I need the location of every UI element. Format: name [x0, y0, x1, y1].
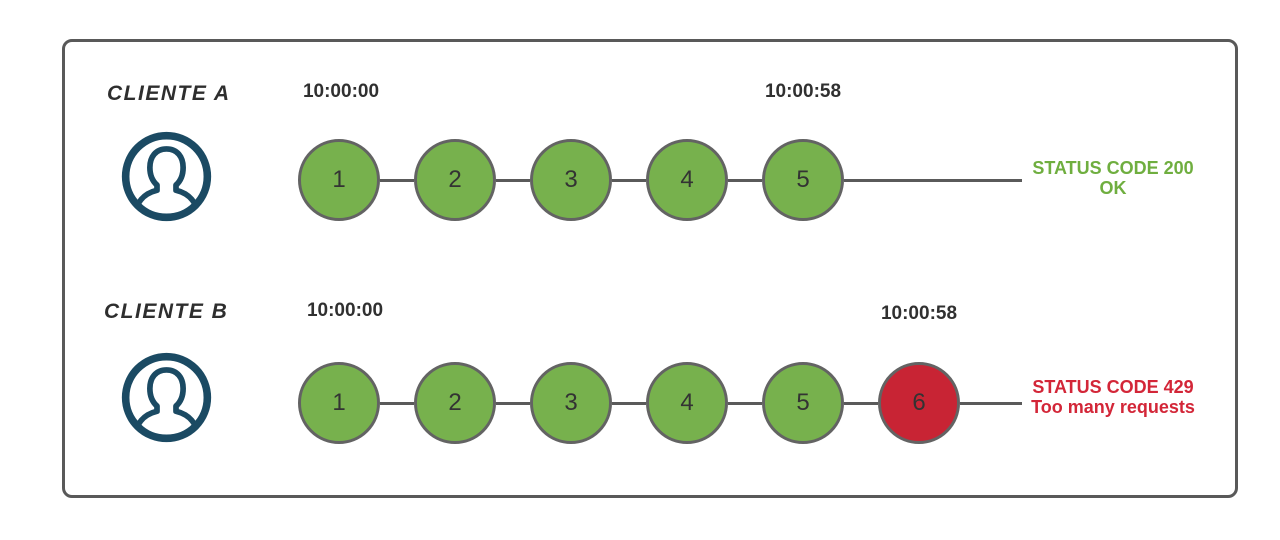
status-message-text: Too many requests — [1031, 397, 1195, 417]
request-circle-3: 3 — [530, 362, 612, 444]
connector-line — [496, 401, 530, 405]
connector-line — [728, 178, 762, 182]
connector-line — [612, 401, 646, 405]
start-timestamp: 10:00:00 — [306, 300, 384, 321]
user-avatar-icon — [121, 352, 212, 443]
timeline-trailing-line — [960, 401, 1022, 405]
request-circle-4: 4 — [646, 362, 728, 444]
status-label-b: STATUS CODE 429 Too many requests — [1027, 377, 1199, 417]
status-message-text: OK — [1099, 178, 1127, 198]
client-a-label: CLIENTE A — [107, 82, 231, 105]
request-circle-2: 2 — [414, 362, 496, 444]
connector-line — [380, 178, 414, 182]
connector-line — [496, 178, 530, 182]
request-circle-1: 1 — [298, 362, 380, 444]
request-circle-2: 2 — [414, 139, 496, 221]
request-circle-3: 3 — [530, 139, 612, 221]
request-circle-5: 5 — [762, 139, 844, 221]
start-timestamp: 10:00:00 — [302, 81, 380, 102]
connector-line — [728, 401, 762, 405]
user-avatar-icon — [121, 131, 212, 222]
connector-line — [844, 401, 878, 405]
end-timestamp: 10:00:58 — [880, 303, 958, 324]
status-label-a: STATUS CODE 200 OK — [1027, 158, 1199, 198]
end-timestamp: 10:00:58 — [764, 81, 842, 102]
request-circle-6: 6 — [878, 362, 960, 444]
request-circle-5: 5 — [762, 362, 844, 444]
request-circle-4: 4 — [646, 139, 728, 221]
timeline-trailing-line — [844, 178, 1022, 182]
connector-line — [380, 401, 414, 405]
client-b-label: CLIENTE B — [104, 300, 229, 323]
connector-line — [612, 178, 646, 182]
request-circle-1: 1 — [298, 139, 380, 221]
status-code-text: STATUS CODE 429 — [1032, 377, 1194, 397]
status-code-text: STATUS CODE 200 — [1032, 158, 1194, 178]
